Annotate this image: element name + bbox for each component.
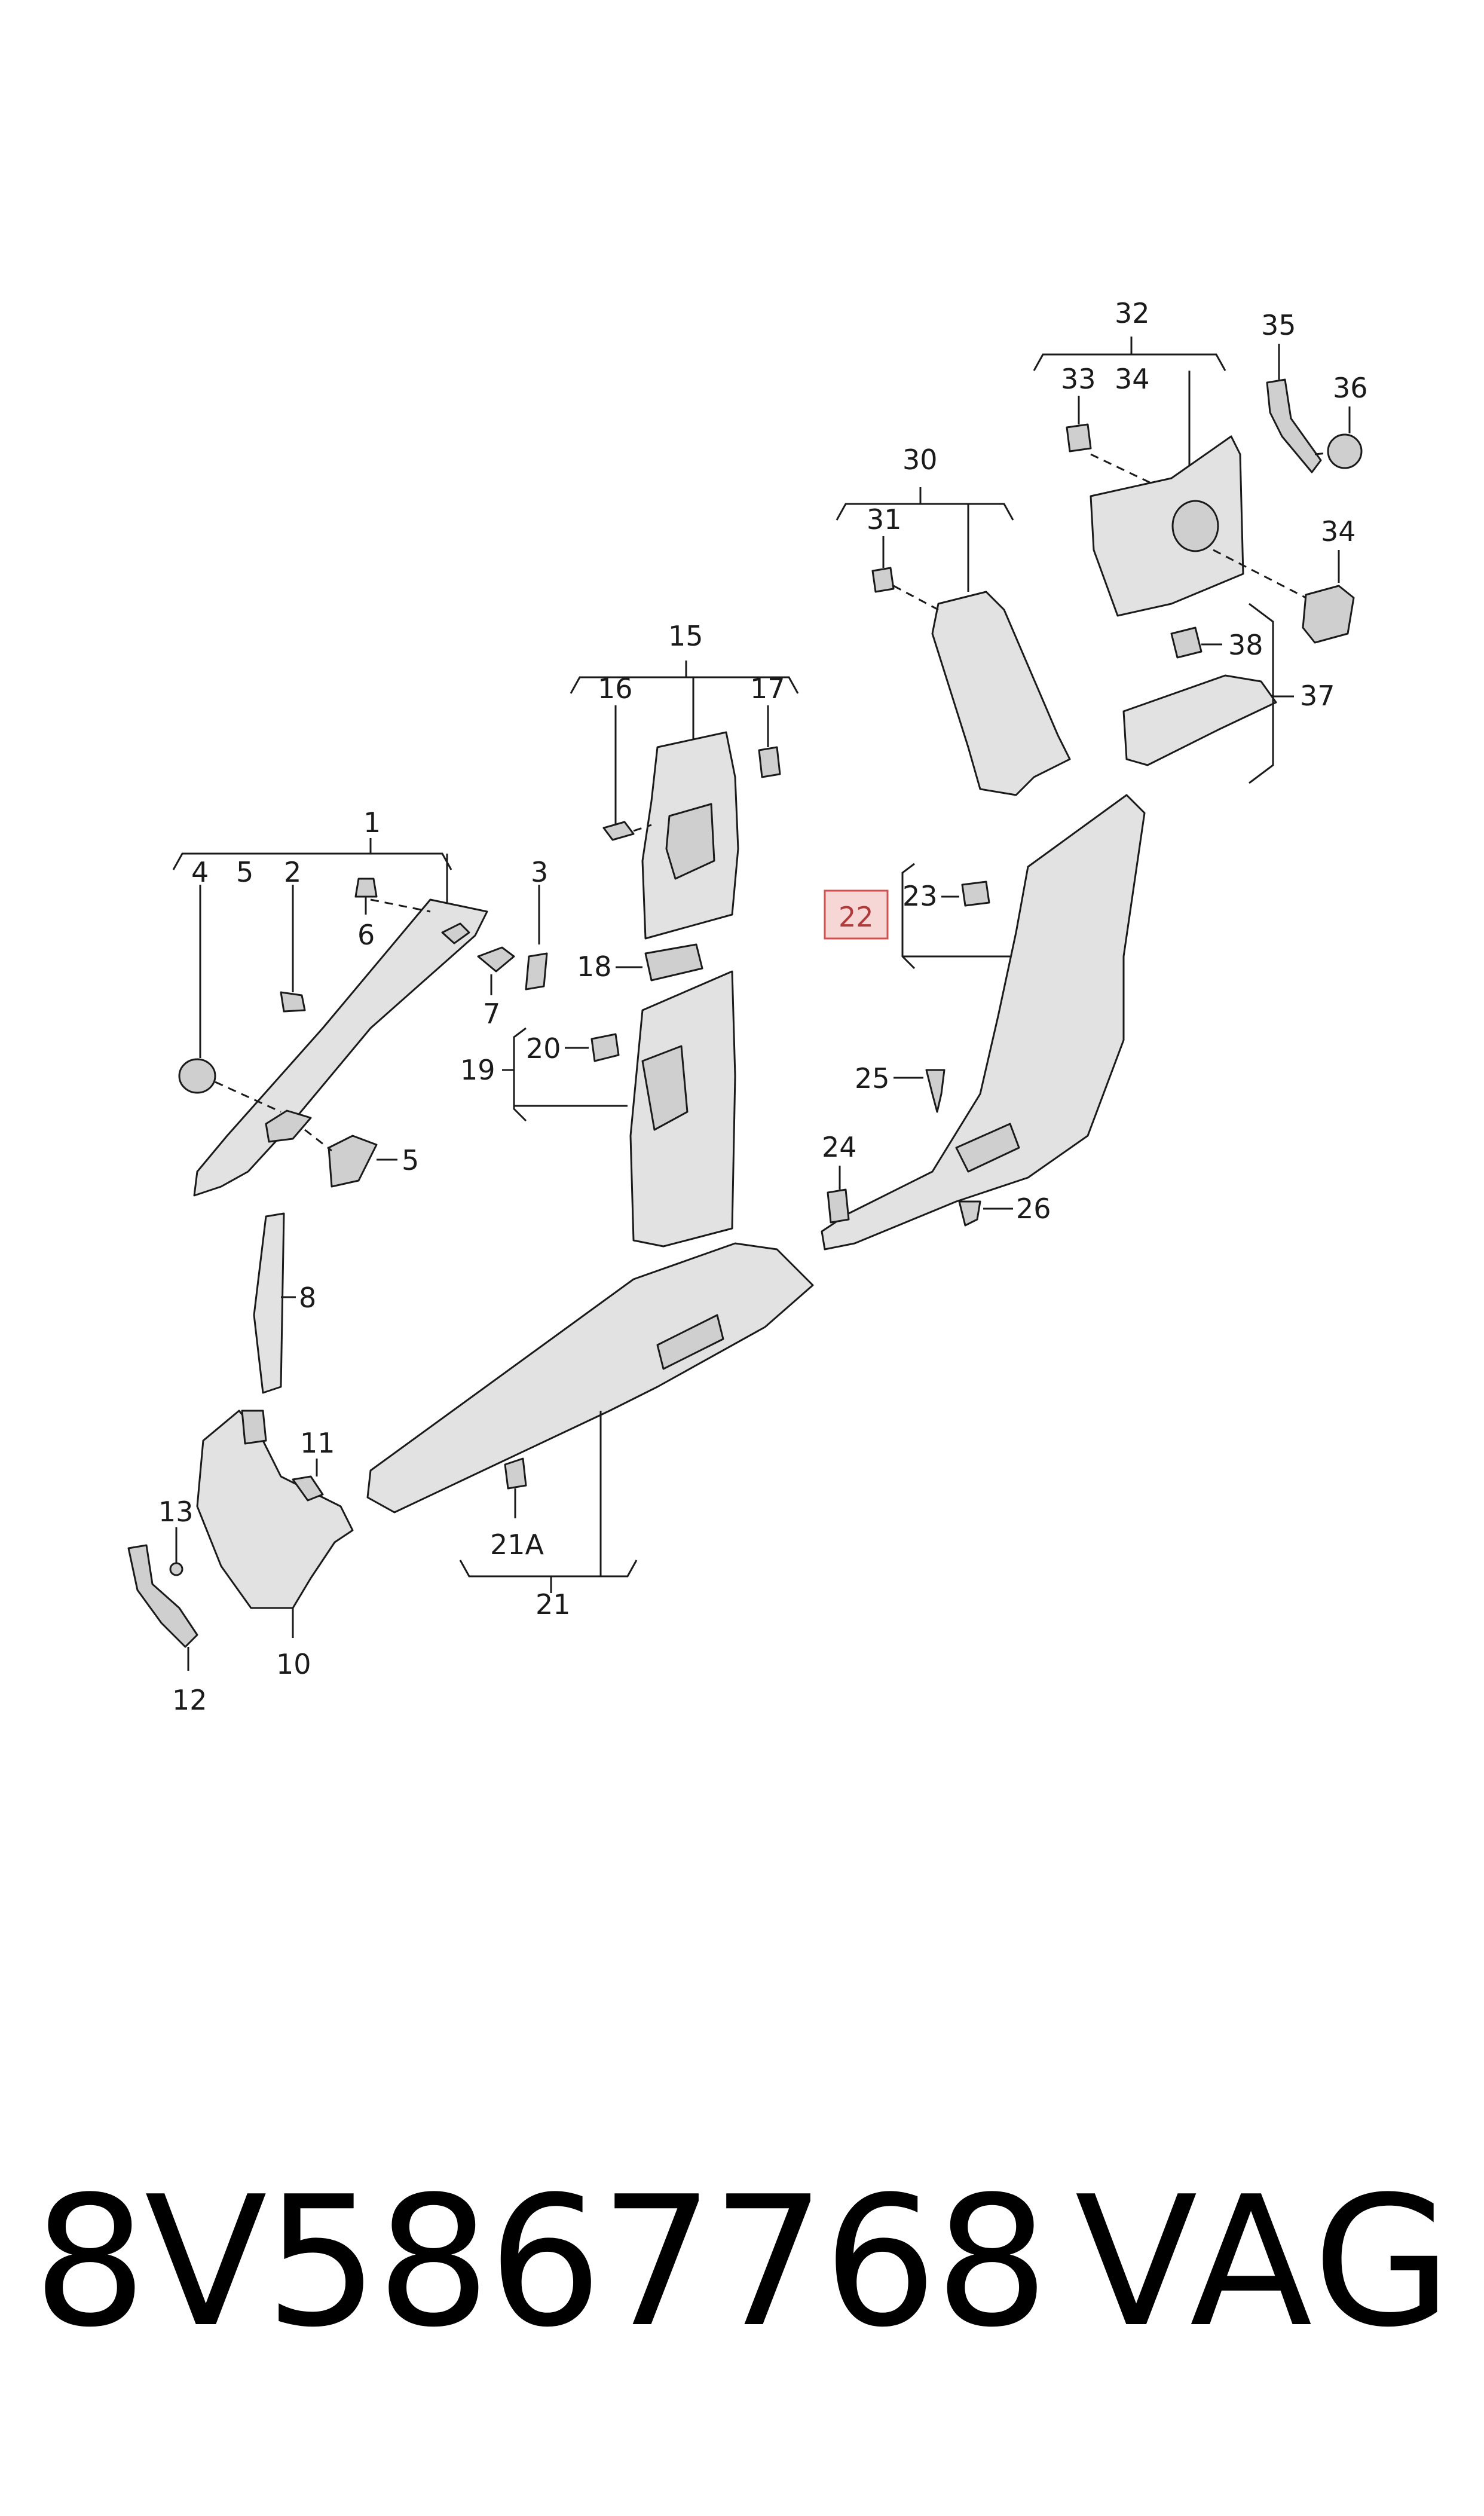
callout-32: 32 — [1115, 297, 1150, 329]
group-22-c-pillar-lower: 22 23 24 25 26 — [821, 794, 1146, 1251]
callout-18: 18 — [577, 950, 612, 983]
callout-30: 30 — [902, 444, 938, 476]
c-pillar-upper-trim — [931, 591, 1071, 796]
callout-16: 16 — [598, 672, 633, 705]
clip-38 — [1170, 626, 1203, 659]
callout-12: 12 — [172, 1684, 207, 1716]
callout-24: 24 — [822, 1131, 857, 1163]
callout-17: 17 — [750, 672, 785, 705]
callout-31: 31 — [867, 503, 902, 536]
clip-17 — [758, 746, 781, 778]
callout-20: 20 — [526, 1032, 561, 1065]
bracket-35 — [1266, 378, 1322, 473]
group-1-a-pillar: 1 2 3 4 5 6 7 5 — [172, 806, 548, 1197]
clip-6 — [354, 878, 378, 898]
callout-35: 35 — [1261, 309, 1296, 341]
callout-23: 23 — [902, 880, 938, 912]
callout-38: 38 — [1228, 629, 1263, 661]
clip-24 — [827, 1188, 850, 1224]
a-pillar-trim — [193, 898, 488, 1197]
callout-34a: 34 — [1115, 363, 1150, 395]
callout-7: 7 — [483, 998, 500, 1030]
callout-5a: 5 — [236, 856, 253, 888]
trim-37 — [1122, 674, 1277, 766]
group-32-rear-side: 32 33 34 35 36 34 38 37 — [1033, 297, 1368, 784]
callout-15: 15 — [668, 620, 703, 652]
group-30-c-pillar-upper: 30 31 — [836, 444, 1071, 796]
screw-11 — [292, 1475, 324, 1502]
callout-36: 36 — [1333, 372, 1368, 404]
clip-4 — [178, 1058, 216, 1094]
part-number: 8V5867768 — [33, 2158, 1049, 2367]
callout-8: 8 — [299, 1282, 316, 1314]
callout-21a: 21A — [490, 1528, 544, 1561]
clip-5 — [328, 1135, 378, 1188]
callout-33: 33 — [1061, 363, 1096, 395]
screw-26 — [958, 1200, 981, 1227]
callout-22: 22 — [839, 901, 874, 933]
group-21-sill: 21 21A — [366, 1242, 814, 1621]
callout-4: 4 — [191, 856, 209, 888]
callout-34b: 34 — [1321, 515, 1356, 548]
c-pillar-lower-trim — [821, 794, 1146, 1251]
clip-20 — [590, 1033, 620, 1062]
sill-trim — [366, 1242, 814, 1514]
brand-label: VAG — [1075, 2158, 1455, 2367]
group-19-b-pillar-lower: 19 20 — [460, 970, 736, 1248]
callout-6: 6 — [357, 919, 375, 951]
callout-21: 21 — [536, 1588, 571, 1621]
callout-11: 11 — [300, 1427, 335, 1459]
group-10-lower-trim: 10 11 13 12 — [127, 1410, 354, 1716]
clip-3 — [525, 952, 548, 990]
footer: 8V5867768 VAG — [33, 2164, 1455, 2361]
screw-25 — [925, 1069, 946, 1113]
screw-7 — [477, 946, 515, 973]
screw-16 — [602, 821, 635, 841]
part-8-strip: 8 — [253, 1212, 316, 1394]
rear-side-trim — [1090, 435, 1244, 617]
callout-2: 2 — [284, 856, 301, 888]
clip-23 — [961, 881, 990, 907]
clip-33 — [1066, 423, 1092, 453]
callout-3: 3 — [531, 856, 548, 888]
callout-37: 37 — [1300, 680, 1335, 712]
cover-34 — [1302, 585, 1355, 644]
bracket-12 — [127, 1544, 198, 1648]
clip-21a — [504, 1457, 527, 1490]
callout-10: 10 — [276, 1648, 311, 1680]
clip-31 — [871, 567, 895, 593]
clip-18 — [644, 943, 703, 982]
clip-2 — [280, 991, 306, 1013]
callout-19: 19 — [460, 1054, 495, 1086]
callout-5b: 5 — [402, 1144, 419, 1176]
callout-13: 13 — [158, 1496, 194, 1528]
callout-25: 25 — [855, 1062, 890, 1095]
lower-trim-10 — [196, 1410, 354, 1609]
plug-36 — [1327, 433, 1363, 469]
callout-1: 1 — [363, 806, 381, 839]
callout-26: 26 — [1016, 1193, 1051, 1225]
group-15-b-pillar-upper: 15 16 17 18 — [570, 620, 799, 983]
callout-22-highlight — [824, 889, 889, 940]
